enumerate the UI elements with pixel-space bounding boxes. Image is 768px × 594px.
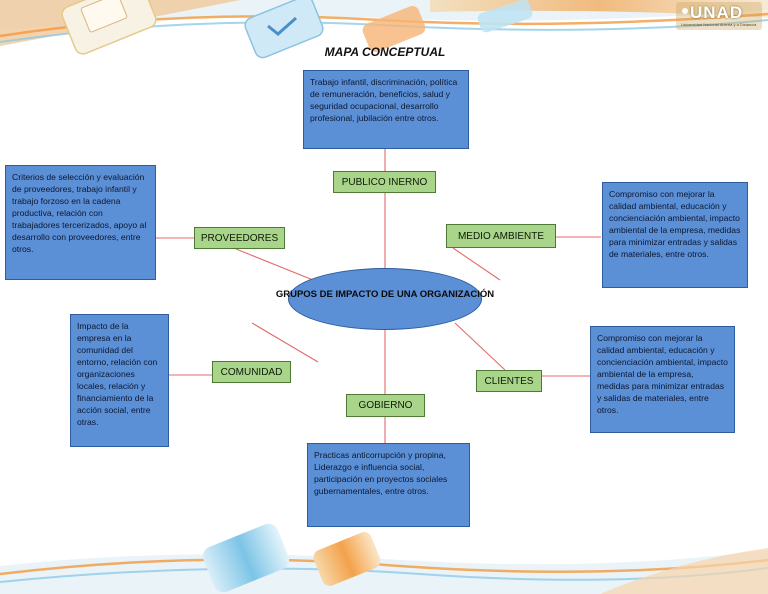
medio-ambiente-description: Compromiso con mejorar la calidad ambien… — [602, 182, 748, 288]
node-publico-interno: PUBLICO INERNO — [333, 171, 436, 193]
node-medio-ambiente: MEDIO AMBIENTE — [446, 224, 556, 248]
publico-interno-description: Trabajo infantil, discriminación, políti… — [303, 70, 469, 149]
node-comunidad: COMUNIDAD — [212, 361, 291, 383]
clientes-description: Compromiso con mejorar la calidad ambien… — [590, 326, 735, 433]
node-gobierno: GOBIERNO — [346, 394, 425, 417]
gobierno-description: Practicas anticorrupción y propina, Lide… — [307, 443, 470, 527]
logo-subtitle: Universidad Nacional Abierta y a Distanc… — [681, 22, 757, 27]
center-ellipse — [288, 268, 482, 330]
unad-logo — [676, 2, 762, 30]
comunidad-description: Impacto de la empresa en la comunidad de… — [70, 314, 169, 447]
node-proveedores: PROVEEDORES — [194, 227, 285, 249]
proveedores-description: Criterios de selección y evaluación de p… — [5, 165, 156, 280]
center-label: GRUPOS DE IMPACTO DE UNA ORGANIZACIÓN — [275, 289, 495, 300]
page-title: MAPA CONCEPTUAL — [324, 45, 446, 59]
logo-text: UNAD — [690, 3, 744, 22]
node-clientes: CLIENTES — [476, 370, 542, 392]
